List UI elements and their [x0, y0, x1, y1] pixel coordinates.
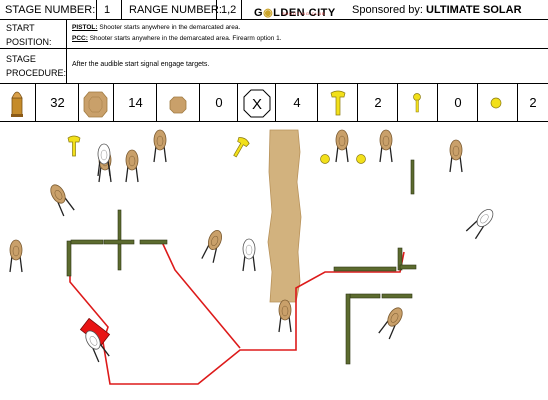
sand-barricade: [267, 129, 302, 303]
round-count-value: 32: [50, 95, 65, 110]
sponsor-label: Sponsored by:: [352, 4, 423, 16]
fault-line: [69, 251, 405, 385]
shoot-target: [47, 181, 75, 217]
svg-text:X: X: [252, 96, 262, 113]
shoot-target: [335, 129, 349, 163]
logo-target-icon: ◉: [263, 7, 274, 19]
start-position-row: START POSITION: PISTOL: Shooter starts a…: [0, 20, 548, 49]
club-subtitle: SHOOTING CLUB: [282, 11, 326, 16]
pcc-start-text: PCC: Shooter starts anywhere in the dema…: [72, 35, 282, 42]
no-shoot-count-value: 4: [293, 95, 301, 110]
target-count-bar: [0, 84, 548, 122]
fault-line-inner: [161, 241, 241, 349]
stage-procedure-text: After the audible start signal engage ta…: [72, 61, 210, 68]
no-shoot-icon: X: [243, 89, 271, 118]
shoot-target: [278, 299, 292, 333]
popper-icon: [330, 90, 346, 116]
mini-popper-icon: [413, 93, 421, 113]
plate: [320, 154, 330, 164]
start-position-label: START POSITION:: [6, 23, 52, 47]
shoot-target: [201, 227, 225, 264]
shoot-target: [378, 304, 406, 340]
shoot-target: [125, 149, 139, 183]
plate-icon: [490, 97, 502, 109]
range-number-label: RANGE NUMBER:: [129, 4, 222, 16]
counter-icons: X: [11, 89, 502, 118]
stage-procedure-label: STAGE PROCEDURE:: [6, 54, 67, 78]
walls: [66, 159, 417, 365]
shoot-target: [9, 239, 23, 273]
plate-count-value: 2: [529, 95, 537, 110]
paper-target-count-value: 14: [128, 95, 143, 110]
shoot-targets: [9, 129, 463, 340]
plates: [320, 154, 366, 164]
stage-procedure-row: STAGE PROCEDURE: After the audible start…: [0, 49, 548, 84]
plate: [356, 154, 366, 164]
mini-paper-target-icon: [169, 96, 187, 114]
paper-target-icon: [83, 91, 108, 118]
round-count-icon: [11, 91, 23, 117]
range-number-value: 1,2: [221, 4, 237, 16]
stage-diagram: [9, 129, 497, 385]
mini-paper-target-count-value: 0: [215, 95, 223, 110]
popper: [229, 135, 251, 160]
stage-number-value: 1: [104, 4, 111, 16]
shoot-target: [153, 129, 167, 163]
shoot-target: [449, 139, 463, 173]
sponsor: Sponsored by: ULTIMATE SOLAR: [352, 0, 522, 20]
stage-number-label: STAGE NUMBER:: [5, 4, 96, 16]
pistol-start-text: PISTOL: Shooter starts anywhere in the d…: [72, 24, 241, 31]
popper-count-value: 2: [374, 95, 382, 110]
mini-popper-count-value: 0: [454, 95, 462, 110]
no-shoot-target: [242, 238, 256, 272]
stage-header: STAGE NUMBER: 1 RANGE NUMBER: 1,2 G◉LDEN…: [0, 0, 548, 20]
shoot-target: [379, 129, 393, 163]
no-shoot-target: [465, 205, 497, 240]
popper: [67, 135, 81, 157]
club-logo: G◉LDEN CITY: [254, 7, 336, 19]
sponsor-name: ULTIMATE SOLAR: [426, 4, 522, 16]
